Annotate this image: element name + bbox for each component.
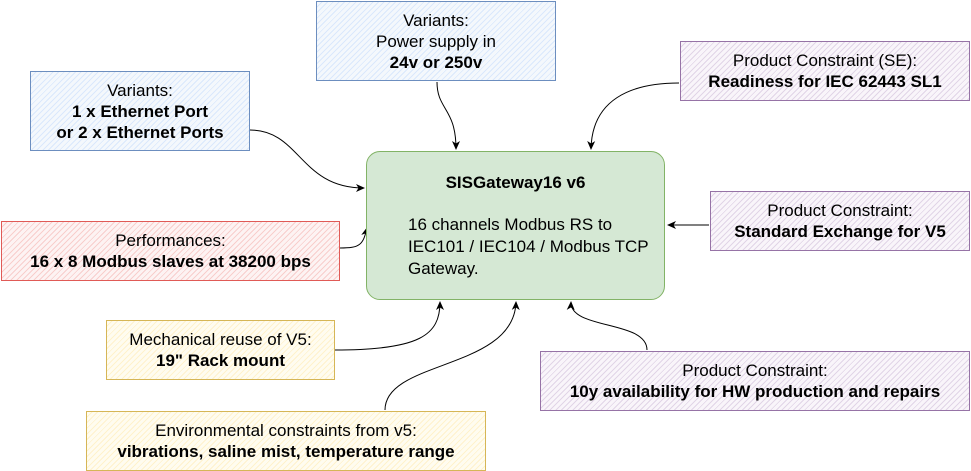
constraint-exchange-heading: Product Constraint: <box>767 201 913 220</box>
variants-power-box: Variants: Power supply in 24v or 250v <box>316 1 556 81</box>
connector-availability <box>566 301 648 351</box>
environmental-box: Environmental constraints from v5: vibra… <box>86 411 486 471</box>
variants-power-text: Power supply in <box>375 31 496 51</box>
availability-box: Product Constraint: 10y availability for… <box>540 351 970 411</box>
connector-iec <box>587 82 680 150</box>
performances-heading: Performances: <box>115 231 226 250</box>
constraint-iec-box: Product Constraint (SE): Readiness for I… <box>680 41 970 101</box>
mechanical-heading: Mechanical reuse of V5: <box>129 330 312 349</box>
variants-ethernet-option-1: 1 x Ethernet Port <box>71 101 209 121</box>
constraint-iec-heading: Product Constraint (SE): <box>732 51 918 70</box>
performances-box: Performances: 16 x 8 Modbus slaves at 38… <box>1 221 340 281</box>
connector-mechanical <box>334 301 444 351</box>
environmental-value: vibrations, saline mist, temperature ran… <box>117 442 455 461</box>
availability-heading: Product Constraint: <box>682 361 828 380</box>
constraint-exchange-box: Product Constraint: Standard Exchange fo… <box>710 191 970 251</box>
connector-environmental <box>384 301 520 411</box>
mechanical-value: 19" Rack mount <box>156 351 285 370</box>
variants-ethernet-heading: Variants: <box>107 80 173 100</box>
performances-value: 16 x 8 Modbus slaves at 38200 bps <box>30 252 311 271</box>
availability-value: 10y availability for HW production and r… <box>569 382 941 401</box>
environmental-heading: Environmental constraints from v5: <box>155 421 417 440</box>
product-description: 16 channels Modbus RS to IEC101 / IEC104… <box>408 215 649 278</box>
product-title: SISGateway16 v6 <box>445 173 586 192</box>
product-node: SISGateway16 v6 16 channels Modbus RS to… <box>366 151 665 300</box>
constraint-exchange-value: Standard Exchange for V5 <box>734 222 946 241</box>
connector-power <box>436 81 460 150</box>
mechanical-box: Mechanical reuse of V5: 19" Rack mount <box>106 320 335 380</box>
connector-ethernet <box>249 129 365 192</box>
connector-performances <box>339 227 370 249</box>
variants-power-heading: Variants: <box>403 10 469 30</box>
constraint-iec-value: Readiness for IEC 62443 SL1 <box>708 72 942 91</box>
variants-power-options: 24v or 250v <box>389 52 483 72</box>
variants-ethernet-option-2: or 2 x Ethernet Ports <box>56 122 224 142</box>
variants-ethernet-box: Variants: 1 x Ethernet Port or 2 x Ether… <box>30 71 250 151</box>
